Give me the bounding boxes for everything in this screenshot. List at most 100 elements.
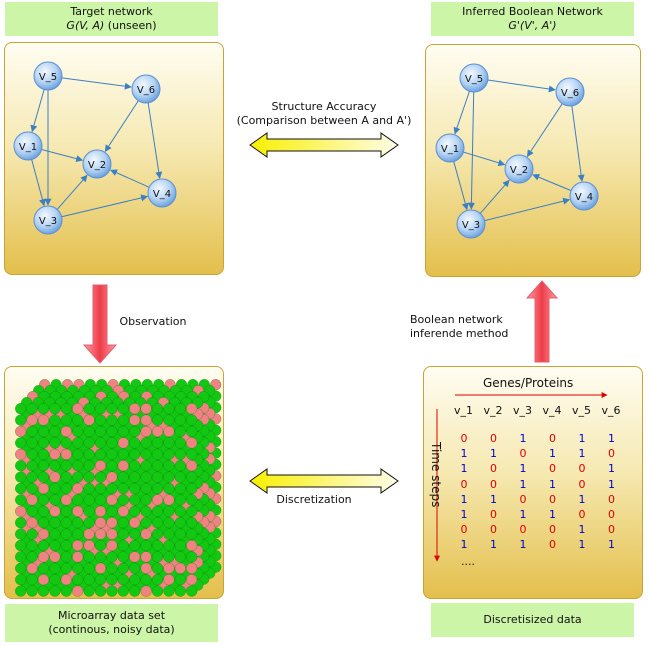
microarray-spot — [26, 574, 38, 586]
microarray-spot — [186, 574, 198, 586]
microarray-spot — [106, 437, 118, 449]
discretisized-panel — [423, 366, 643, 599]
microarray-spot — [49, 505, 61, 517]
microarray-spot — [186, 494, 198, 506]
observation-caption: Observation — [119, 315, 187, 328]
table-cell: 0 — [578, 462, 586, 476]
microarray-spot — [163, 585, 175, 597]
microarray-spot — [37, 437, 50, 449]
microarray-spot — [174, 517, 186, 529]
microarray-spot — [49, 528, 61, 540]
microarray-spot — [186, 539, 198, 552]
table-cell: 1 — [460, 538, 468, 552]
table-cell: 1 — [519, 477, 527, 491]
microarray-spot — [60, 528, 72, 540]
structure-accuracy-arrow — [249, 132, 399, 158]
inferred-edge-V_5-V_3 — [467, 91, 475, 210]
table-axes — [434, 392, 608, 562]
target-network-notation: G(V, A) (unseen) — [5, 19, 218, 33]
target-edge-V_1-V_3 — [31, 159, 46, 207]
microarray-spot — [140, 517, 152, 529]
microarray-spot — [117, 448, 129, 460]
microarray-spot — [49, 482, 61, 495]
microarray-spot — [94, 425, 107, 438]
microarray-spot — [151, 585, 164, 597]
target-node-V_3: V_3 — [33, 205, 63, 235]
microarray-spot — [60, 505, 72, 517]
observation-arrow — [82, 284, 118, 364]
microarray-spot — [186, 437, 198, 449]
microarray-spot — [140, 539, 152, 552]
microarray-spot — [151, 482, 164, 495]
microarray-spot — [129, 505, 141, 517]
inference-method-line2: inferende method — [410, 327, 509, 340]
microarray-spot — [37, 471, 50, 483]
target-node-V_6: V_6 — [131, 74, 161, 104]
discretization-arrow — [249, 468, 399, 494]
microarray-spot — [60, 562, 72, 574]
microarray-spot — [186, 517, 198, 529]
microarray-spot — [49, 471, 61, 483]
microarray-spot — [15, 414, 27, 426]
inferred-node-V_2: V_2 — [504, 154, 534, 184]
inferred-edge-V_1-V_2 — [463, 151, 506, 167]
microarray-spot — [106, 414, 118, 426]
inferred-network-graph: V_1V_2V_3V_4V_5V_6 — [435, 63, 599, 239]
microarray-spot — [49, 539, 61, 552]
microarray-spot — [186, 460, 198, 472]
microarray-spot — [83, 505, 95, 517]
target-node-label: V_6 — [137, 85, 155, 96]
table-cell: 0 — [490, 477, 497, 491]
microarray-spot — [106, 585, 118, 597]
microarray-spot — [151, 505, 164, 517]
column-header-v_1: v_1 — [454, 404, 474, 417]
microarray-spot — [94, 494, 107, 506]
microarray-spot — [83, 585, 95, 597]
microarray-spot — [140, 585, 152, 597]
microarray-spot — [26, 471, 38, 483]
microarray-spot — [72, 448, 84, 460]
microarray-spot — [140, 471, 152, 483]
microarray-spot — [117, 562, 129, 574]
table-cell: 1 — [549, 508, 556, 521]
table-cell: 0 — [519, 447, 527, 461]
microarray-spot — [60, 551, 72, 563]
column-header-v_4: v_4 — [542, 404, 562, 417]
table-ellipsis: .... — [461, 555, 475, 568]
table-cell: 1 — [578, 523, 586, 537]
microarray-spot — [83, 551, 95, 563]
inferred-network-label: Inferred Boolean Network G'(V', A') — [431, 2, 634, 36]
microarray-spot — [174, 539, 186, 552]
microarray-spot — [37, 460, 50, 472]
microarray-spot — [151, 425, 164, 438]
microarray-spot — [37, 414, 50, 426]
microarray-spot — [60, 585, 72, 597]
microarray-spot — [94, 460, 107, 472]
inference-method-caption: Boolean network inferende method — [410, 313, 530, 341]
microarray-spot — [106, 403, 118, 415]
microarray-spot — [151, 403, 164, 415]
target-node-label: V_4 — [153, 189, 171, 200]
microarray-spot — [83, 539, 95, 552]
microarray-spot — [37, 517, 50, 529]
microarray-spot — [106, 425, 118, 438]
microarray-spot — [106, 562, 118, 574]
microarray-spot — [15, 448, 27, 460]
table-cell: 0 — [578, 477, 586, 491]
microarray-spot — [174, 574, 186, 586]
microarray-spot — [151, 517, 164, 529]
microarray-spot — [83, 517, 95, 529]
target-node-circle — [33, 205, 63, 235]
table-cell: 0 — [490, 462, 497, 476]
microarray-spot — [94, 528, 107, 540]
microarray-spot — [83, 574, 95, 586]
target-node-circle — [82, 149, 112, 179]
microarray-spot — [83, 437, 95, 449]
microarray-spot — [83, 482, 95, 495]
microarray-spot — [15, 494, 27, 506]
table-cell: 0 — [519, 523, 527, 537]
microarray-spot — [151, 574, 164, 586]
microarray-spot — [72, 403, 84, 415]
microarray-spot — [15, 460, 27, 472]
